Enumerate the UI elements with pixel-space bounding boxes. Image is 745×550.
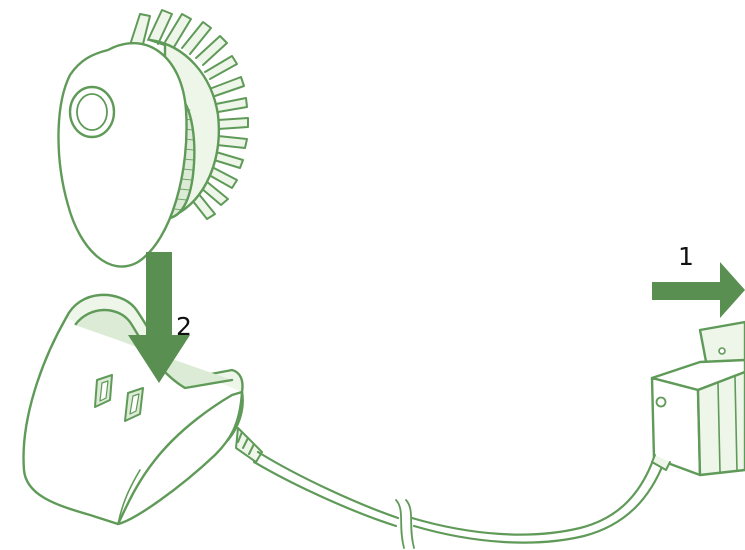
brush-body	[57, 42, 188, 268]
step-1-label: 1	[678, 242, 694, 271]
cord-break-mark	[395, 499, 405, 549]
charging-stand-icon	[22, 293, 263, 526]
step-2-label: 2	[176, 312, 192, 341]
bristles	[129, 9, 249, 220]
cord-strain-relief	[235, 427, 263, 463]
arrow-right-icon	[652, 262, 745, 318]
wall-plug-adapter-icon	[650, 320, 745, 477]
adapter-indicator	[655, 396, 667, 408]
stand-side	[116, 390, 244, 526]
power-cord-icon	[252, 450, 666, 549]
shower-brush-head-icon	[57, 9, 249, 268]
adapter-side	[696, 370, 745, 477]
brush-button-inner	[76, 93, 108, 131]
stand-cradle	[73, 308, 234, 390]
cord-break-mark	[405, 499, 415, 549]
stand-front	[22, 316, 244, 526]
charging-contacts	[94, 374, 144, 422]
arrow-down-icon	[128, 252, 190, 383]
